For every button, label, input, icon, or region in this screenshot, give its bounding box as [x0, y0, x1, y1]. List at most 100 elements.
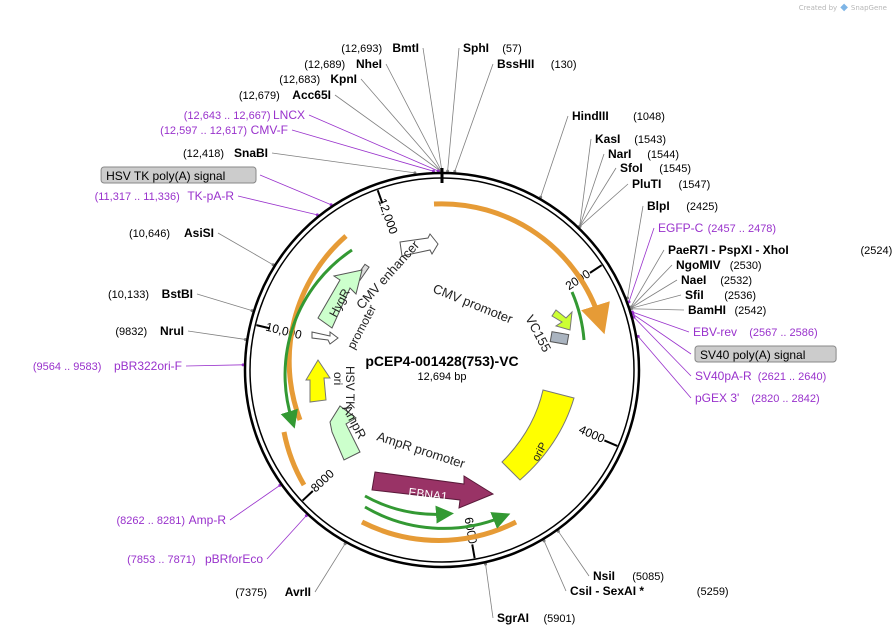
site-coordinate: (2457 .. 2478) [708, 223, 777, 235]
primer-site: Amp-R(8262 .. 8281) [117, 513, 227, 527]
plasmid-size: 12,694 bp [418, 371, 467, 383]
primer-leader-line [633, 316, 692, 377]
orf-arc-bottom-green [364, 494, 454, 524]
site-coordinate: (7375) [235, 587, 267, 599]
ampr-feature [329, 405, 361, 461]
enzyme-leader-line [447, 47, 460, 172]
enzyme-site: Acc65I(12,679) [239, 88, 331, 102]
site-coordinate: (130) [551, 59, 577, 71]
primer-site: SV40pA-R(2621 .. 2640) [695, 369, 826, 383]
site-coordinate: (5085) [632, 571, 664, 583]
site-name: NheI [356, 57, 382, 71]
site-coordinate: (12,689) [304, 59, 345, 71]
enzyme-leader-line [630, 279, 678, 309]
enzyme-leader-line [631, 294, 682, 309]
primer-leader-line [266, 515, 307, 560]
site-coordinate: (11,317 .. 11,336) [95, 191, 180, 203]
primer-leader-line [237, 195, 318, 216]
site-coordinate: (2542) [735, 305, 767, 317]
enzyme-site: AvrII(7375) [235, 585, 311, 599]
site-name: NruI [160, 324, 184, 338]
ring-tick [589, 264, 603, 274]
site-coordinate: (10,646) [129, 228, 170, 240]
site-coordinate: (1544) [647, 149, 679, 161]
primer-leader-line [308, 114, 439, 172]
callout-label: HSV TK poly(A) signal [106, 169, 225, 183]
site-coordinate: (12,597 .. 12,617) [160, 125, 247, 137]
primer-leader-line [628, 227, 655, 302]
orf-arc-bottom-inner [364, 505, 511, 530]
site-name: pBR322ori-F [114, 359, 182, 373]
ring-tick [256, 324, 271, 330]
site-coordinate: (12,679) [239, 90, 280, 102]
site-name: NsiI [593, 569, 615, 583]
primer-leader-line [259, 174, 332, 206]
site-name: BssHII [497, 57, 534, 71]
site-coordinate: (1547) [679, 179, 711, 191]
ring-tick-label: 4000 [577, 422, 607, 446]
site-coordinate: (12,683) [279, 74, 320, 86]
ori-label: ori [331, 372, 345, 385]
site-coordinate: (7853 .. 7871) [127, 554, 196, 566]
enzyme-site: BstBI(10,133) [108, 287, 193, 301]
orf-arc-left-inner [280, 248, 353, 429]
site-name: EGFP-C [658, 221, 704, 235]
enzyme-site: NgoMIV(2530) [676, 258, 762, 272]
ring-tick [603, 439, 618, 447]
site-coordinate: (2536) [724, 290, 756, 302]
primer-leader-line [185, 364, 244, 367]
enzyme-leader-line [630, 264, 673, 308]
enzyme-leader-line [454, 63, 494, 172]
ring-tick [376, 189, 384, 204]
site-coordinate: (12,418) [183, 148, 224, 160]
site-name: PluTI [632, 177, 661, 191]
enzyme-leader-line [271, 152, 415, 174]
primer-site: EBV-rev (2567 .. 2586) [693, 325, 818, 339]
orf-arc-bottom-outer [360, 519, 518, 543]
orf-arcs [280, 201, 610, 543]
feature-callout: HSV TK poly(A) signal [100, 166, 257, 184]
site-name: EBV-rev [693, 325, 737, 339]
enzyme-leader-line [540, 115, 569, 198]
primer-site: EGFP-C (2457 .. 2478) [658, 221, 776, 235]
site-name: SgrAI [497, 611, 529, 625]
site-name: SfiI [685, 288, 704, 302]
site-name: CsiI - SexAI * [570, 584, 644, 598]
enzyme-leader-line [485, 564, 494, 619]
enzyme-site: CsiI - SexAI * (5259) [570, 584, 729, 598]
enzyme-leader-line [579, 153, 605, 227]
enzyme-site: SnaBI(12,418) [183, 146, 268, 160]
site-coordinate: (2425) [686, 201, 718, 213]
vc155-label: VC155 [522, 312, 554, 354]
site-coordinate: (1543) [634, 134, 666, 146]
enzyme-site: AsiSI(10,646) [129, 226, 214, 240]
enzyme-site: NsiI (5085) [593, 569, 664, 583]
ampr-promoter-label: AmpR promoter [375, 429, 468, 472]
callout-label: SV40 poly(A) signal [700, 348, 805, 362]
site-name: LNCX [273, 108, 305, 122]
primer-site: TK-pA-R(11,317 .. 11,336) [95, 189, 235, 203]
credit-brand: SnapGene [850, 3, 887, 12]
enzyme-leader-line [579, 183, 629, 227]
site-coordinate: (5259) [697, 586, 729, 598]
enzyme-site: PaeR7I - PspXI - XhoI(2524) [668, 243, 892, 257]
enzyme-leader-line [627, 205, 644, 299]
site-name: pBRforEco [205, 552, 263, 566]
enzyme-site: SgrAI(5901) [497, 611, 575, 625]
enzyme-leader-line [558, 531, 590, 577]
enzyme-site: BssHII (130) [497, 57, 576, 71]
site-coordinate: (2530) [730, 260, 762, 272]
site-name: SphI [463, 41, 489, 55]
primer-site: pBRforEco (7853 .. 7871) [127, 552, 263, 566]
site-name: KasI [595, 132, 620, 146]
snapgene-logo-icon: ◆ [840, 2, 848, 13]
vc155-feature [551, 309, 573, 331]
site-name: BlpI [647, 199, 670, 213]
site-coordinate: (2567 .. 2586) [749, 327, 818, 339]
site-coordinate: (8262 .. 8281) [117, 515, 186, 527]
site-coordinate: (2524) [861, 245, 893, 257]
orip-feature [501, 389, 575, 481]
enzyme-leader-line [385, 63, 442, 172]
site-name: pGEX 3' [695, 391, 739, 405]
